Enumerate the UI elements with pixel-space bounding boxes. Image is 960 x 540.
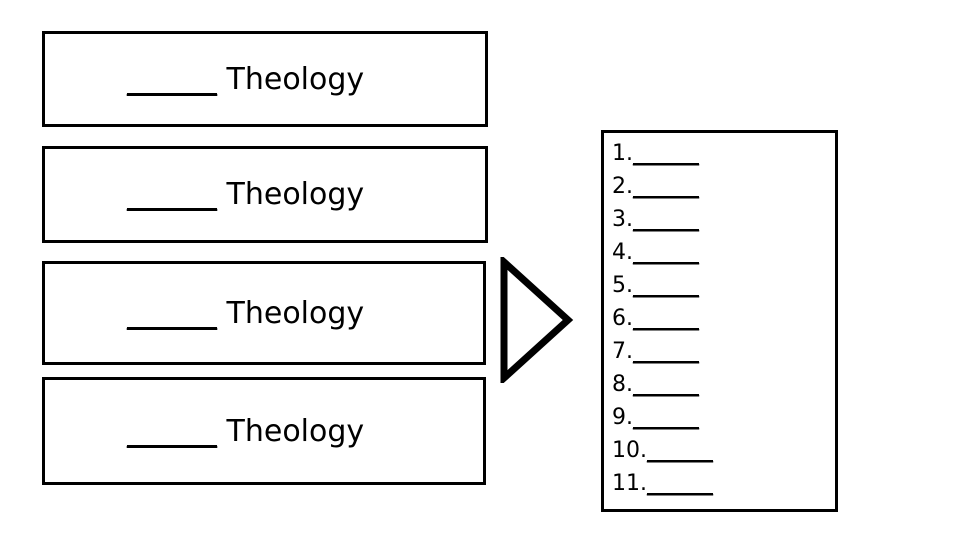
list-item: 2.______ bbox=[612, 174, 835, 207]
theology-box-3-label: Theology bbox=[217, 295, 365, 331]
list-item-blank: ______ bbox=[633, 306, 699, 331]
list-item-blank: ______ bbox=[647, 471, 713, 496]
list-item-blank: ______ bbox=[633, 240, 699, 265]
numbered-list-box[interactable]: 1.______ 2.______ 3.______ 4.______ 5.__… bbox=[601, 130, 838, 512]
theology-box-4-blank: ______ bbox=[127, 413, 217, 449]
list-item-blank: ______ bbox=[633, 141, 699, 166]
theology-box-2-text: ______ Theology bbox=[45, 178, 364, 211]
list-item: 4.______ bbox=[612, 240, 835, 273]
theology-box-4-text: ______ Theology bbox=[45, 415, 364, 448]
theology-box-4-label: Theology bbox=[217, 413, 365, 449]
list-item-number: 7. bbox=[612, 339, 633, 364]
list-item-number: 2. bbox=[612, 174, 633, 199]
list-item-blank: ______ bbox=[633, 405, 699, 430]
theology-box-2[interactable]: ______ Theology bbox=[42, 146, 488, 243]
theology-box-2-label: Theology bbox=[217, 177, 365, 212]
list-item-number: 5. bbox=[612, 273, 633, 298]
list-item-blank: ______ bbox=[633, 339, 699, 364]
list-item: 6.______ bbox=[612, 306, 835, 339]
theology-box-3-text: ______ Theology bbox=[45, 297, 364, 330]
list-item: 9.______ bbox=[612, 405, 835, 438]
list-item-number: 10. bbox=[612, 438, 647, 463]
theology-box-1[interactable]: ______ Theology bbox=[42, 31, 488, 127]
list-item-blank: ______ bbox=[633, 207, 699, 232]
list-item-number: 3. bbox=[612, 207, 633, 232]
list-item-blank: ______ bbox=[647, 438, 713, 463]
theology-box-3[interactable]: ______ Theology bbox=[42, 261, 486, 365]
list-item-number: 1. bbox=[612, 141, 633, 166]
theology-box-1-text: ______ Theology bbox=[45, 63, 364, 96]
triangle-right-outline-icon bbox=[500, 257, 574, 383]
list-item: 8.______ bbox=[612, 372, 835, 405]
list-item-number: 9. bbox=[612, 405, 633, 430]
list-item: 7.______ bbox=[612, 339, 835, 372]
list-item-number: 6. bbox=[612, 306, 633, 331]
list-item-blank: ______ bbox=[633, 372, 699, 397]
list-item: 11.______ bbox=[612, 471, 835, 504]
list-item: 1.______ bbox=[612, 141, 835, 174]
theology-box-4[interactable]: ______ Theology bbox=[42, 377, 486, 485]
list-item-blank: ______ bbox=[633, 174, 699, 199]
list-item: 5.______ bbox=[612, 273, 835, 306]
list-item: 3.______ bbox=[612, 207, 835, 240]
list-item-number: 11. bbox=[612, 471, 647, 496]
list-item: 10.______ bbox=[612, 438, 835, 471]
list-item-blank: ______ bbox=[633, 273, 699, 298]
list-item-number: 8. bbox=[612, 372, 633, 397]
theology-box-1-blank: ______ bbox=[127, 61, 217, 97]
list-item-number: 4. bbox=[612, 240, 633, 265]
theology-box-1-label: Theology bbox=[217, 61, 365, 97]
theology-box-3-blank: ______ bbox=[127, 295, 217, 331]
theology-box-2-blank: ______ bbox=[127, 177, 217, 212]
